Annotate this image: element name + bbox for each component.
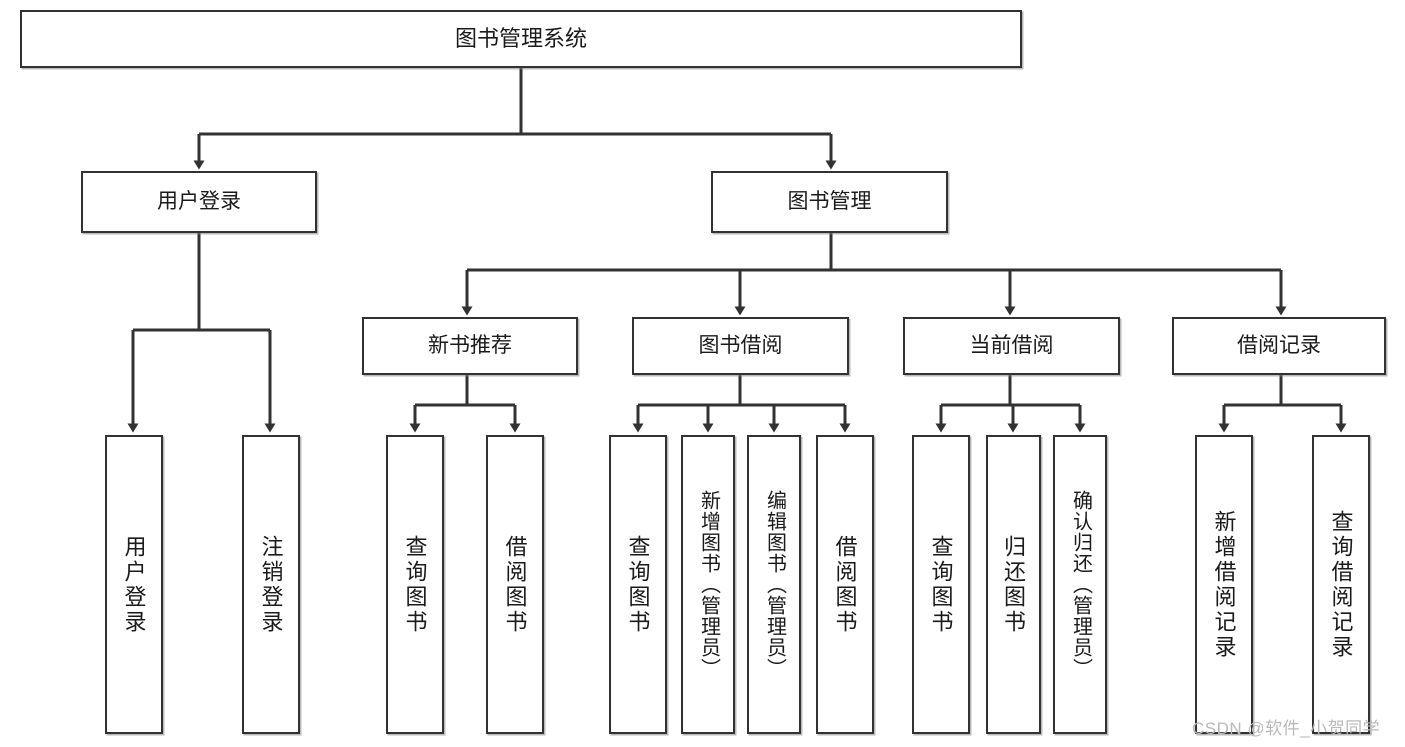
node-leaf-user-login-label: 用户登录 <box>121 534 147 635</box>
node-leaf-borrow-book-borrow[interactable]: 借阅图书 <box>816 435 874 734</box>
node-root-label: 图书管理系统 <box>454 26 587 52</box>
node-leaf-borrow-book-rec[interactable]: 借阅图书 <box>486 435 544 734</box>
node-leaf-user-login[interactable]: 用户登录 <box>105 435 163 734</box>
node-user-login-label: 用户登录 <box>157 189 241 213</box>
csdn-watermark: CSDN @软件_小贺同学 <box>1192 719 1381 738</box>
node-leaf-borrow-book-borrow-label: 借阅图书 <box>832 534 858 635</box>
node-leaf-confirm-return-admin-label: 确认归还（管理员） <box>1069 490 1092 679</box>
node-leaf-query-book-rec-label: 查询图书 <box>402 534 428 635</box>
node-book-borrow-label: 图书借阅 <box>698 333 783 357</box>
node-leaf-query-borrow-record-label: 查询借阅记录 <box>1328 509 1354 660</box>
node-leaf-add-book-admin-label: 新增图书（管理员） <box>697 490 720 679</box>
node-leaf-logout-login[interactable]: 注销登录 <box>242 435 300 734</box>
node-leaf-add-borrow-record[interactable]: 新增借阅记录 <box>1195 435 1253 734</box>
node-borrow-record-label: 借阅记录 <box>1237 333 1321 357</box>
node-book-manage[interactable]: 图书管理 <box>711 171 948 233</box>
node-leaf-confirm-return-admin[interactable]: 确认归还（管理员） <box>1053 435 1107 734</box>
node-leaf-logout-login-label: 注销登录 <box>258 534 284 635</box>
node-book-manage-label: 图书管理 <box>787 189 872 213</box>
node-leaf-return-book-label: 归还图书 <box>1001 534 1027 635</box>
node-leaf-add-borrow-record-label: 新增借阅记录 <box>1211 509 1237 660</box>
node-leaf-query-book-borrow[interactable]: 查询图书 <box>609 435 667 734</box>
node-current-borrow-label: 当前借阅 <box>969 333 1054 357</box>
node-leaf-edit-book-admin-label: 编辑图书（管理员） <box>763 490 786 679</box>
node-new-book-recommend[interactable]: 新书推荐 <box>362 317 578 375</box>
node-leaf-query-book-current[interactable]: 查询图书 <box>912 435 970 734</box>
node-leaf-query-book-rec[interactable]: 查询图书 <box>386 435 444 734</box>
node-new-book-recommend-label: 新书推荐 <box>428 333 512 357</box>
node-leaf-add-book-admin[interactable]: 新增图书（管理员） <box>681 435 735 734</box>
node-user-login[interactable]: 用户登录 <box>81 171 317 233</box>
node-leaf-query-book-current-label: 查询图书 <box>928 534 954 635</box>
node-leaf-query-borrow-record[interactable]: 查询借阅记录 <box>1312 435 1370 734</box>
node-leaf-return-book[interactable]: 归还图书 <box>986 435 1041 734</box>
node-leaf-borrow-book-rec-label: 借阅图书 <box>502 534 528 635</box>
node-book-borrow[interactable]: 图书借阅 <box>632 317 849 375</box>
node-root[interactable]: 图书管理系统 <box>20 10 1022 68</box>
node-borrow-record[interactable]: 借阅记录 <box>1172 317 1386 375</box>
node-leaf-edit-book-admin[interactable]: 编辑图书（管理员） <box>747 435 801 734</box>
node-current-borrow[interactable]: 当前借阅 <box>903 317 1120 375</box>
node-leaf-query-book-borrow-label: 查询图书 <box>625 534 651 635</box>
